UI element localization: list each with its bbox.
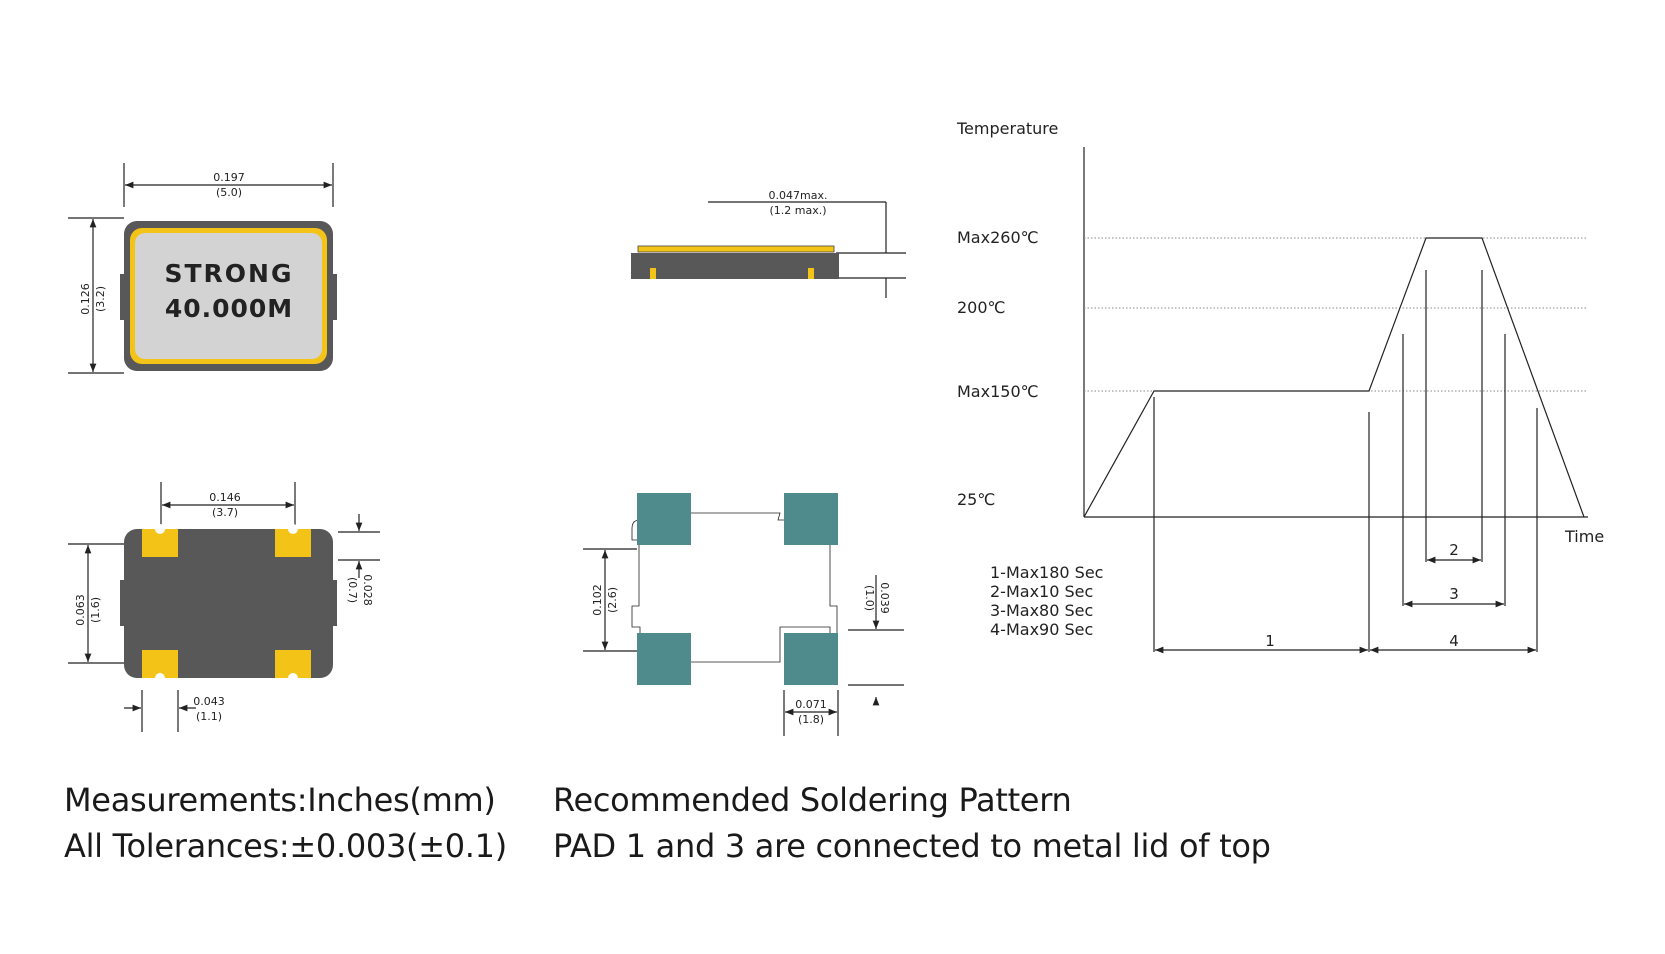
interval-label-4: 4 bbox=[1449, 632, 1459, 650]
top-side-notch-left bbox=[120, 274, 126, 320]
land-pad-height-mm: (1.0) bbox=[863, 585, 876, 611]
land-pad-width-inch: 0.071 bbox=[795, 698, 827, 711]
tolerance-note: All Tolerances:±0.003(±0.1) bbox=[64, 827, 507, 865]
side-lid bbox=[637, 245, 835, 253]
legend-item-4: 4-Max90 Sec bbox=[990, 620, 1093, 639]
interval-label-1: 1 bbox=[1265, 632, 1275, 650]
bottom-pitch-mm: (3.7) bbox=[212, 506, 238, 519]
land-span-dimension bbox=[583, 548, 637, 652]
top-width-inch: 0.197 bbox=[213, 171, 245, 184]
side-terminal-right bbox=[808, 268, 814, 279]
top-view: 0.197 (5.0) 0.126 (3.2) STRONG 40.000M bbox=[68, 163, 337, 374]
level-label-150: Max150℃ bbox=[957, 382, 1039, 401]
pad-connection-note: PAD 1 and 3 are connected to metal lid o… bbox=[553, 827, 1271, 865]
bottom-pad-height-dimension bbox=[338, 514, 380, 578]
pad-2-notch bbox=[288, 524, 298, 534]
top-width-dimension bbox=[123, 163, 334, 207]
top-side-notch-right bbox=[331, 274, 337, 320]
pad-1-notch bbox=[155, 524, 165, 534]
land-pad-bottom-right bbox=[784, 633, 838, 685]
bottom-pad-width-dimension bbox=[124, 690, 196, 732]
land-pad-bottom-left bbox=[637, 633, 691, 685]
bottom-package-body bbox=[124, 529, 333, 678]
top-height-inch: 0.126 bbox=[79, 283, 92, 315]
bottom-pad-width-mm: (1.1) bbox=[196, 710, 222, 723]
bottom-view: 0.146 (3.7) 0.063 (1.6) 0.028 (0.7) bbox=[68, 482, 380, 732]
level-label-200: 200℃ bbox=[957, 298, 1006, 317]
side-height-leader bbox=[708, 201, 906, 298]
soldering-notes: Recommended Soldering Pattern PAD 1 and … bbox=[553, 777, 1271, 869]
pad-4-notch bbox=[288, 673, 298, 683]
top-height-mm: (3.2) bbox=[94, 286, 107, 312]
soldering-pattern-title: Recommended Soldering Pattern bbox=[553, 781, 1072, 819]
bottom-side-notch-left bbox=[120, 580, 126, 626]
bottom-pad-height-mm: (0.7) bbox=[346, 577, 359, 603]
top-height-dimension bbox=[68, 217, 124, 374]
top-width-mm: (5.0) bbox=[216, 186, 242, 199]
land-span-inch: 0.102 bbox=[591, 584, 604, 616]
bottom-body-height-dimension bbox=[68, 543, 124, 664]
land-pad-height-dimension bbox=[848, 575, 904, 706]
land-pad-top-left bbox=[637, 493, 691, 545]
y-axis-label: Temperature bbox=[956, 119, 1058, 138]
land-pad-width-mm: (1.8) bbox=[798, 713, 824, 726]
land-pattern: 0.102 (2.6) 0.039 (1.0) 0.071 (1.8) bbox=[583, 493, 904, 736]
marking-line-2: 40.000M bbox=[165, 294, 293, 323]
legend-item-2: 2-Max10 Sec bbox=[990, 582, 1093, 601]
level-label-25: 25℃ bbox=[957, 490, 995, 509]
measurement-notes: Measurements:Inches(mm) All Tolerances:±… bbox=[64, 777, 507, 869]
bottom-pitch-inch: 0.146 bbox=[209, 491, 241, 504]
bottom-pitch-dimension bbox=[160, 482, 296, 530]
bottom-side-notch-right bbox=[331, 580, 337, 626]
bottom-pad-width-inch: 0.043 bbox=[193, 695, 225, 708]
temperature-profile-line bbox=[1083, 237, 1585, 518]
interval-label-2: 2 bbox=[1449, 541, 1459, 559]
land-pad-top-right bbox=[784, 493, 838, 545]
side-height-inch: 0.047max. bbox=[769, 189, 828, 202]
land-pad-width-dimension bbox=[783, 690, 839, 736]
interval-extension-lines bbox=[1153, 270, 1538, 652]
interval-label-3: 3 bbox=[1449, 585, 1459, 603]
marking-line-1: STRONG bbox=[164, 259, 293, 288]
side-height-mm: (1.2 max.) bbox=[769, 204, 826, 217]
side-body bbox=[631, 253, 839, 279]
top-lid-face bbox=[135, 233, 322, 359]
measurement-units-note: Measurements:Inches(mm) bbox=[64, 781, 496, 819]
legend-item-3: 3-Max80 Sec bbox=[990, 601, 1093, 620]
bottom-body-height-inch: 0.063 bbox=[74, 594, 87, 626]
level-label-260: Max260℃ bbox=[957, 228, 1039, 247]
side-terminal-left bbox=[650, 268, 656, 279]
legend-item-1: 1-Max180 Sec bbox=[990, 563, 1103, 582]
pad-3-notch bbox=[155, 673, 165, 683]
bottom-body-height-mm: (1.6) bbox=[89, 597, 102, 623]
reflow-profile: Temperature Time Max260℃ 200℃ Max150℃ 25… bbox=[956, 119, 1604, 654]
side-view: 0.047max. (1.2 max.) bbox=[631, 189, 906, 298]
x-axis-label: Time bbox=[1564, 527, 1604, 546]
land-span-mm: (2.6) bbox=[606, 587, 619, 613]
land-pad-height-inch: 0.039 bbox=[878, 582, 891, 614]
bottom-pad-height-inch: 0.028 bbox=[361, 574, 374, 606]
